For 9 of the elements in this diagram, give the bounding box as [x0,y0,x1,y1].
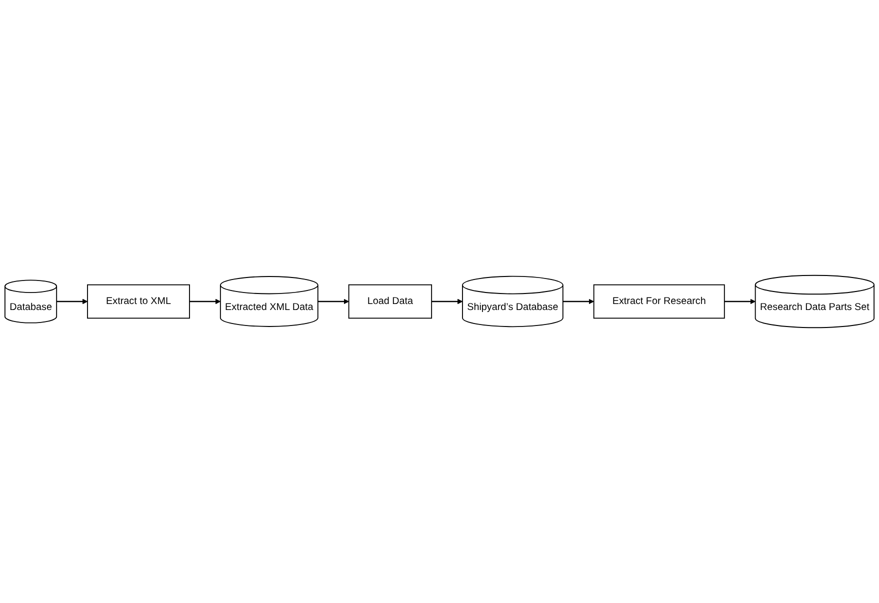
arrow [432,298,463,304]
node-box: Extract to XML [87,284,190,319]
node-box: Load Data [348,284,432,319]
arrow [56,298,88,304]
arrow [190,298,221,304]
arrow [724,298,756,304]
arrow [318,298,350,304]
arrow [562,298,594,304]
node-box: Extract For Research [593,284,725,319]
